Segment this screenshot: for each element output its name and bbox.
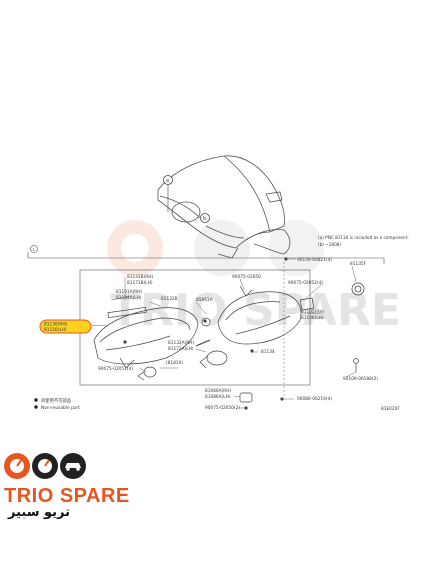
svg-text:a: a bbox=[166, 178, 169, 184]
legend-dot-1 bbox=[34, 398, 38, 402]
label-81134: 81134 bbox=[261, 349, 275, 355]
note-line-1: (a) PNC 81134 is included as a component… bbox=[318, 235, 409, 240]
brand-name-arabic: تريو سبير bbox=[8, 505, 71, 520]
label-81132a: 81132A(RH) bbox=[168, 340, 195, 346]
label-81172a: 81172A(LH) bbox=[168, 346, 194, 352]
label-81194a: 81194A(LH) bbox=[116, 295, 142, 301]
label-81171b: 81171B(LH) bbox=[127, 280, 153, 286]
label-81135f: 81135F bbox=[350, 261, 367, 267]
bolt-right bbox=[353, 358, 359, 372]
legend-item-2: Non-reusable part bbox=[41, 405, 80, 411]
watermark-text: TRIO SPARE bbox=[110, 285, 401, 336]
label-90075-02052: 90075-02052(4) bbox=[288, 280, 323, 286]
label-81150: 81150(LH) bbox=[44, 327, 67, 333]
connector-81066a bbox=[239, 392, 253, 403]
legend-item-1: 再使用不可部品 bbox=[41, 397, 71, 404]
label-90075-02051: 90075-02051(4) bbox=[98, 366, 133, 372]
label-81105: 81105(RH) bbox=[301, 309, 325, 315]
callout-b-car: b bbox=[200, 213, 210, 223]
headlamp-housing bbox=[201, 285, 315, 345]
side-bulb bbox=[137, 366, 157, 381]
brand-logo bbox=[4, 453, 86, 479]
label-81810: (81810) bbox=[166, 360, 183, 366]
label-85661a: 85661A bbox=[196, 297, 213, 303]
watermark: TRIO SPARE bbox=[107, 220, 401, 336]
watermark-logo-gauge-inner bbox=[121, 234, 149, 262]
watermark-logo-gauge bbox=[107, 220, 163, 276]
part-labels: 81131B(RH) 81171B(LH) 81191A(RH) 81194A(… bbox=[98, 257, 378, 411]
label-90075-02050: 90075-02050 bbox=[232, 274, 261, 280]
watermark-logo-car bbox=[268, 220, 324, 276]
label-81131b: 81131B(RH) bbox=[127, 274, 154, 280]
label-90075-02050-2: 90075-02050(2) bbox=[205, 405, 240, 411]
brand-name: TRIO SPARE bbox=[4, 485, 130, 507]
cap-81135f bbox=[351, 282, 365, 296]
note-line-2: (b) ~1808) bbox=[318, 242, 341, 247]
headlamp-lens bbox=[93, 306, 199, 369]
highlighted-part-81130: 81130(RH) 81150(LH) bbox=[39, 319, 92, 334]
label-81191a: 81191A(RH) bbox=[116, 289, 143, 295]
label-81106: 81106(LH) bbox=[301, 315, 324, 321]
bulb-socket bbox=[195, 339, 228, 369]
label-81086a: 81086A(LH) bbox=[205, 394, 231, 400]
callout-c-label: c bbox=[33, 248, 36, 253]
figure-code: 81E020F bbox=[381, 406, 400, 412]
label-90159-60621: 90159-60621(4) bbox=[297, 257, 332, 263]
label-81066a: 81066A(RH) bbox=[205, 388, 232, 394]
watermark-logo-speedo bbox=[194, 220, 250, 276]
label-90109-06188: 90109-06188(2) bbox=[343, 376, 378, 382]
svg-text:b: b bbox=[203, 216, 206, 222]
legend: 再使用不可部品 Non-reusable part bbox=[34, 397, 80, 411]
callout-a-car: a bbox=[163, 175, 173, 212]
label-81132b: 81132B bbox=[161, 296, 178, 302]
label-90080-06219: 90080-06219(4) bbox=[297, 396, 332, 402]
leader-lines bbox=[89, 258, 357, 409]
legend-dot-2 bbox=[34, 405, 38, 409]
label-81130: 81130(RH) bbox=[44, 322, 68, 328]
